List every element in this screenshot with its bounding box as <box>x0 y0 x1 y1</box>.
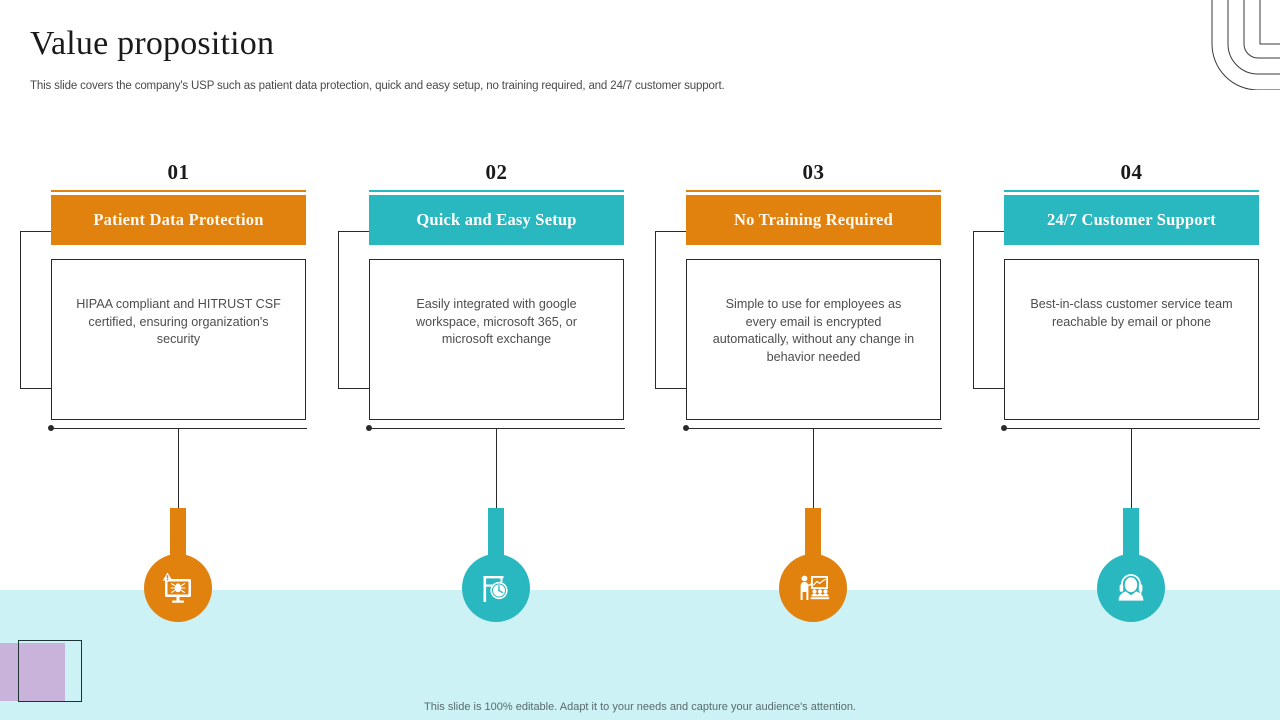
icon-badge-1[interactable] <box>144 554 212 622</box>
card-body-1: HIPAA compliant and HITRUST CSF certifie… <box>51 259 306 420</box>
card-4[interactable]: 04 24/7 Customer Support Best-in-class c… <box>1004 160 1259 420</box>
bracket-2 <box>338 231 370 389</box>
card-2[interactable]: 02 Quick and Easy Setup Easily integrate… <box>369 160 624 420</box>
card-header-1: Patient Data Protection <box>51 195 306 245</box>
icon-badge-2[interactable] <box>462 554 530 622</box>
card-accent-1 <box>51 190 306 192</box>
card-title-2: Quick and Easy Setup <box>416 210 577 229</box>
card-title-3: No Training Required <box>734 210 893 229</box>
square-outline-decoration <box>18 640 82 702</box>
card-number-3: 03 <box>802 160 825 184</box>
concentric-arcs-icon <box>1211 0 1280 90</box>
card-header-4: 24/7 Customer Support <box>1004 195 1259 245</box>
card-number-1: 01 <box>167 160 190 184</box>
page-subtitle: This slide covers the company's USP such… <box>30 80 725 92</box>
card-description-4: Best-in-class customer service team reac… <box>1030 297 1233 329</box>
connector-drop-3 <box>813 428 815 510</box>
connector-drop-1 <box>178 428 180 510</box>
bracket-3 <box>655 231 687 389</box>
card-body-3: Simple to use for employees as every ema… <box>686 259 941 420</box>
bottom-color-band <box>0 590 1280 720</box>
bracket-1 <box>20 231 52 389</box>
connector-drop-2 <box>496 428 498 510</box>
hanging-clock-icon <box>483 576 508 602</box>
card-accent-3 <box>686 190 941 192</box>
card-3[interactable]: 03 No Training Required Simple to use fo… <box>686 160 941 420</box>
card-body-4: Best-in-class customer service team reac… <box>1004 259 1259 420</box>
card-description-1: HIPAA compliant and HITRUST CSF certifie… <box>76 297 281 346</box>
page-title: Value proposition <box>30 25 275 62</box>
connector-dot-3 <box>683 425 689 431</box>
icon-badge-3[interactable] <box>779 554 847 622</box>
card-1[interactable]: 01 Patient Data Protection HIPAA complia… <box>51 160 306 420</box>
card-accent-2 <box>369 190 624 192</box>
connector-dot-4 <box>1001 425 1007 431</box>
card-title-1: Patient Data Protection <box>93 210 264 229</box>
monitor-bug-icon <box>162 572 191 603</box>
card-description-3: Simple to use for employees as every ema… <box>712 297 915 364</box>
bracket-4 <box>973 231 1005 389</box>
lavender-block-decoration <box>0 643 65 701</box>
card-header-2: Quick and Easy Setup <box>369 195 624 245</box>
card-body-2: Easily integrated with google workspace,… <box>369 259 624 420</box>
training-presentation-icon <box>800 575 830 600</box>
card-header-3: No Training Required <box>686 195 941 245</box>
connector-drop-4 <box>1131 428 1133 510</box>
icon-badge-4[interactable] <box>1097 554 1165 622</box>
footer-note: This slide is 100% editable. Adapt it to… <box>424 701 856 713</box>
card-accent-4 <box>1004 190 1259 192</box>
card-description-2: Easily integrated with google workspace,… <box>416 297 577 346</box>
card-number-2: 02 <box>485 160 508 184</box>
connector-dot-2 <box>366 425 372 431</box>
card-title-4: 24/7 Customer Support <box>1047 210 1216 229</box>
card-number-4: 04 <box>1120 160 1143 184</box>
connector-dot-1 <box>48 425 54 431</box>
headset-agent-icon <box>1118 574 1144 601</box>
